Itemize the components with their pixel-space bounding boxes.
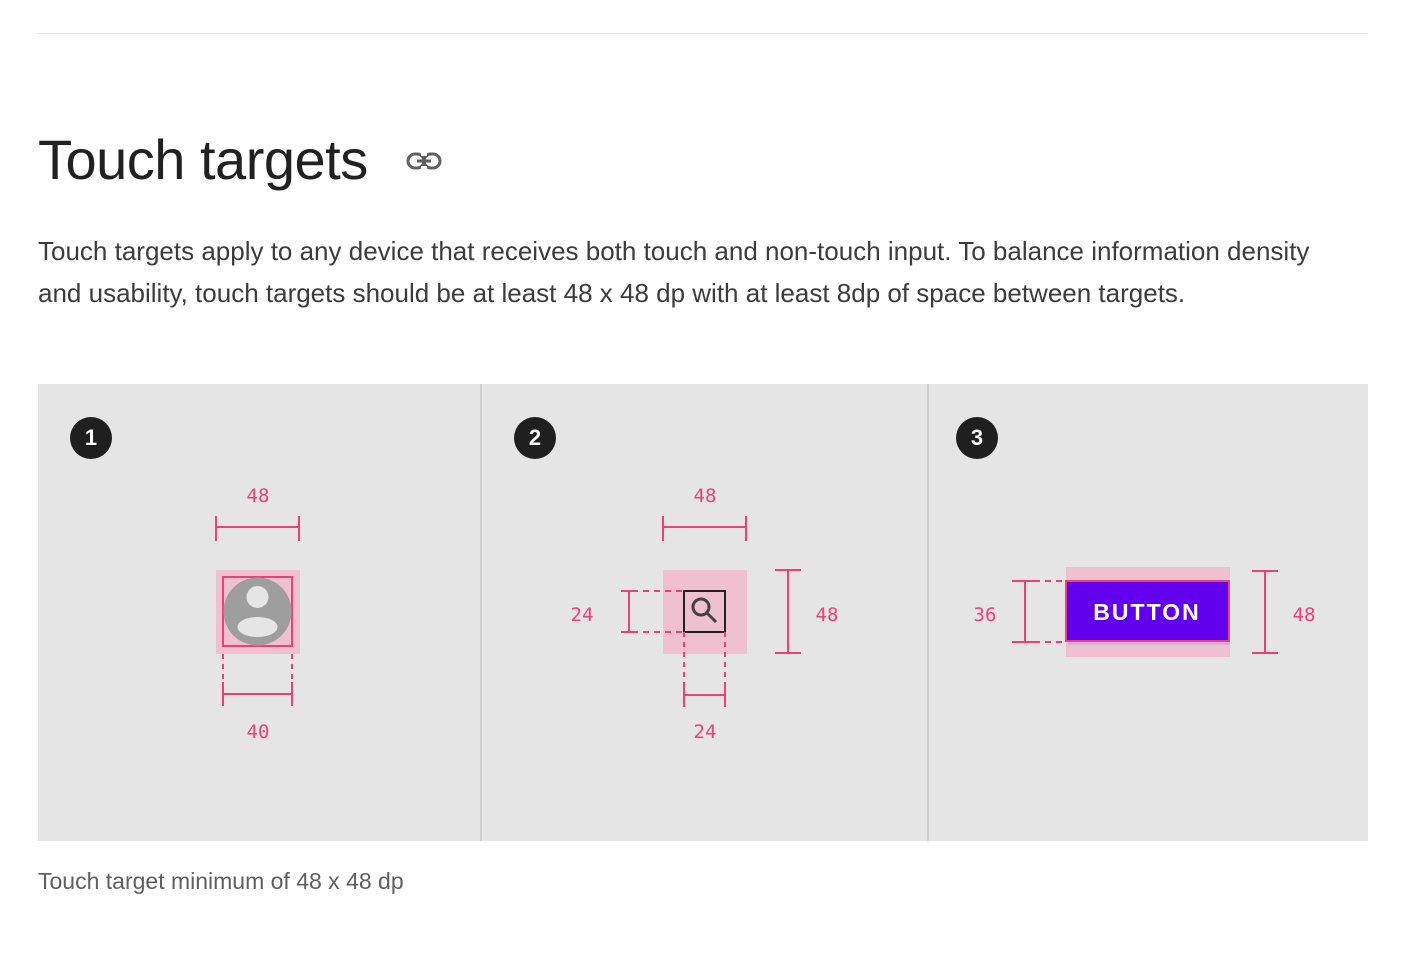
panel-2-target-area [663, 570, 747, 654]
panel-2-width-dimension [662, 516, 747, 541]
figure-caption: Touch target minimum of 48 x 48 dp [38, 868, 404, 894]
diagram-canvas: 48 40 [215, 485, 1316, 743]
panel-2: 48 24 [571, 485, 839, 743]
panel-divider [480, 384, 482, 841]
page-title: Touch targets [38, 128, 368, 191]
panel-2-bottom-label: 24 [694, 721, 717, 743]
link-icon[interactable] [406, 143, 442, 179]
panel-1-top-label: 48 [247, 485, 270, 507]
intro-paragraph: Touch targets apply to any device that r… [38, 236, 1310, 308]
demo-button[interactable] [1065, 580, 1230, 642]
panel-2-left-label: 24 [571, 604, 594, 626]
panel-1-width-dimension [215, 516, 300, 541]
panel-3-left-label: 36 [974, 604, 997, 626]
panel-2-icon-height-dimension [621, 590, 684, 633]
panel-2-top-label: 48 [694, 485, 717, 507]
search-icon [691, 597, 718, 624]
panel-3: BUTTON 36 48 [974, 567, 1316, 657]
demo-button-label: BUTTON [1093, 599, 1200, 625]
touch-target-figure: 1 2 3 48 [38, 384, 1368, 841]
panel-1: 48 40 [215, 485, 300, 743]
panel-1-icon-dimension [222, 654, 293, 706]
panel-3-button-height-dimension [1012, 580, 1066, 643]
panel-2-target-height-dimension [775, 569, 801, 654]
panel-2-right-label: 48 [816, 604, 839, 626]
panel-1-bottom-label: 40 [247, 721, 270, 743]
step-badge-3: 3 [956, 417, 998, 459]
top-divider [38, 33, 1368, 34]
panel-2-icon-width-dimension [683, 632, 726, 707]
section-heading: Touch targets [38, 124, 442, 196]
panel-1-icon-bounds [222, 576, 293, 647]
step-badge-2: 2 [514, 417, 556, 459]
avatar-icon [223, 577, 292, 646]
panel-3-target-height-dimension [1252, 570, 1278, 654]
panel-2-icon-bounds [683, 590, 726, 633]
panel-divider [927, 384, 929, 841]
step-badge-1: 1 [70, 417, 112, 459]
panel-3-right-label: 48 [1293, 604, 1316, 626]
